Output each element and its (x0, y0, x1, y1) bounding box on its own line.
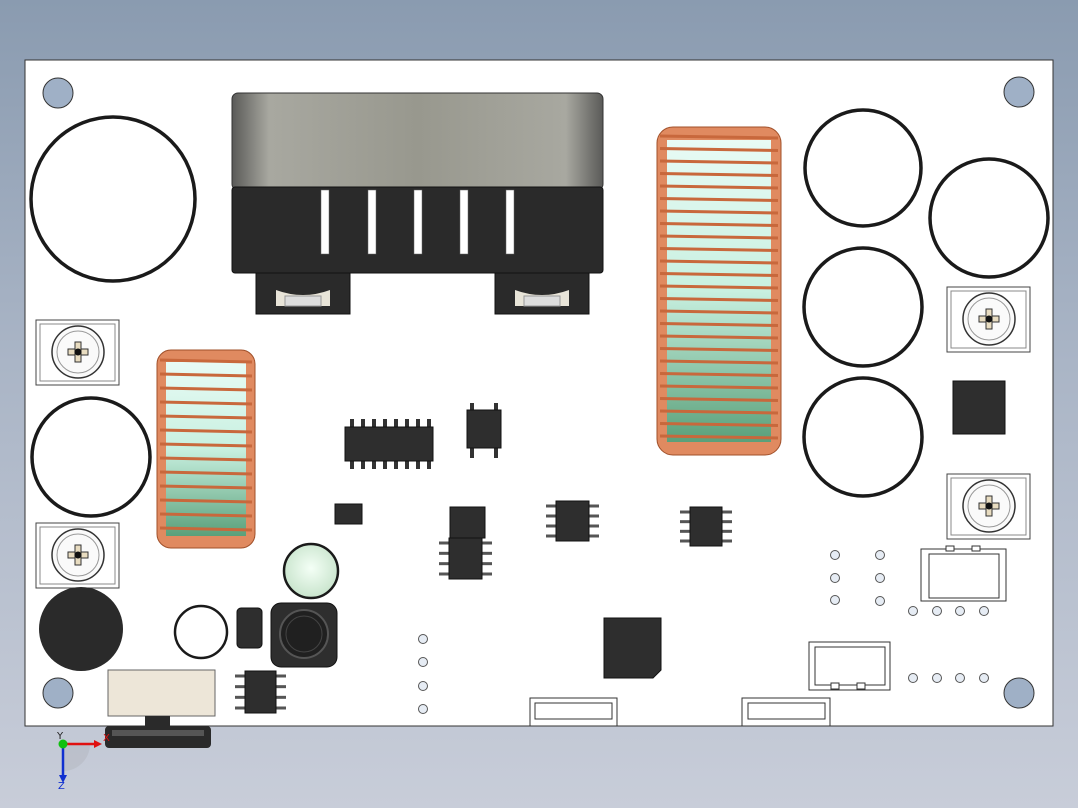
coil-winding (659, 209, 779, 215)
connector-right-top (920, 545, 1007, 602)
ic-soic8-c (680, 506, 732, 547)
coil-winding (659, 147, 779, 152)
coil-winding (659, 247, 779, 252)
coil-winding (659, 234, 779, 240)
trimmer-pots (35, 286, 1031, 589)
capacitor-mid-left (30, 396, 152, 518)
coil-winding (659, 259, 779, 265)
coil-winding (159, 414, 253, 420)
trimmer-pot (35, 319, 120, 386)
mounting-hole-top-left (42, 77, 74, 109)
ic-soic8-d (235, 670, 286, 714)
inductor-coil-left (156, 349, 256, 549)
coil-winding (659, 384, 779, 390)
capacitor-right-1 (803, 108, 923, 228)
coil-winding (659, 284, 779, 290)
coil-winding (659, 197, 779, 202)
capacitors (29, 108, 1050, 660)
triad-z-label: Z (58, 781, 65, 792)
inductor-coil-right (656, 126, 782, 456)
trimmer-pot (35, 522, 120, 589)
coil-winding (159, 358, 253, 364)
coil-winding (659, 134, 779, 140)
power-inductor (270, 602, 338, 668)
trimmer-pot (946, 286, 1031, 353)
mcu-package (603, 617, 662, 679)
coil-winding (659, 159, 779, 165)
coil-winding (659, 222, 779, 227)
triad-x-arrow (94, 740, 102, 748)
coil-winding (159, 428, 253, 434)
trimmer-pot (946, 473, 1031, 540)
coil-winding (159, 442, 253, 448)
capacitor-right-3 (802, 246, 924, 368)
coil-winding (159, 372, 253, 378)
coil-winding (659, 272, 779, 277)
coordinate-triad: X Y Z (56, 731, 110, 792)
triad-y-label: Y (56, 731, 64, 742)
smd-cap (236, 607, 263, 649)
coil-winding (659, 347, 779, 352)
capacitor-large-left (29, 115, 197, 283)
coil-winding (659, 172, 779, 177)
mosfet-right (494, 272, 590, 315)
coil-winding (659, 372, 779, 377)
capacitor-right-2 (928, 157, 1050, 279)
vias (418, 550, 989, 714)
coil-winding (659, 184, 779, 190)
mounting-hole-bottom-left (42, 677, 74, 709)
led (282, 542, 340, 600)
smd-small-1 (334, 503, 363, 525)
mosfet-left (255, 272, 351, 315)
coil-winding (659, 322, 779, 327)
mounting-hole-top-right (1003, 76, 1035, 108)
smd-small-2 (449, 506, 486, 539)
coil-winding (159, 526, 253, 532)
coil-winding (159, 400, 253, 406)
coil-winding (659, 434, 779, 440)
coil-winding (159, 484, 253, 490)
connector-right-bottom (808, 641, 891, 691)
ic-soic8-a (439, 537, 492, 580)
coil-winding (159, 470, 253, 476)
triad-y-dot (58, 739, 68, 749)
smd-square-right (952, 380, 1006, 435)
ic-soic8-b (546, 500, 599, 542)
coil-winding (659, 334, 779, 340)
slide-switch (105, 669, 216, 748)
mounting-holes (42, 76, 1035, 709)
sot-component (466, 403, 502, 458)
coil-winding (659, 359, 779, 365)
triad-z-arrow (59, 775, 67, 783)
coil-winding (659, 422, 779, 427)
coil-winding (159, 512, 253, 518)
ic-soic16 (344, 419, 434, 469)
coil-winding (659, 297, 779, 302)
coil-winding (159, 498, 253, 504)
heatsink (231, 92, 604, 315)
coil-winding (659, 409, 779, 415)
capacitor-right-4 (802, 376, 924, 498)
buzzer (39, 587, 123, 671)
connector-bottom-1 (529, 697, 618, 727)
mounting-hole-bottom-right (1003, 677, 1035, 709)
coil-winding (659, 397, 779, 402)
coil-winding (159, 386, 253, 392)
connector-bottom-2 (741, 697, 831, 727)
coil-winding (659, 309, 779, 315)
triad-x-label: X (103, 733, 110, 744)
capacitor-small (173, 604, 229, 660)
coil-winding (159, 456, 253, 462)
